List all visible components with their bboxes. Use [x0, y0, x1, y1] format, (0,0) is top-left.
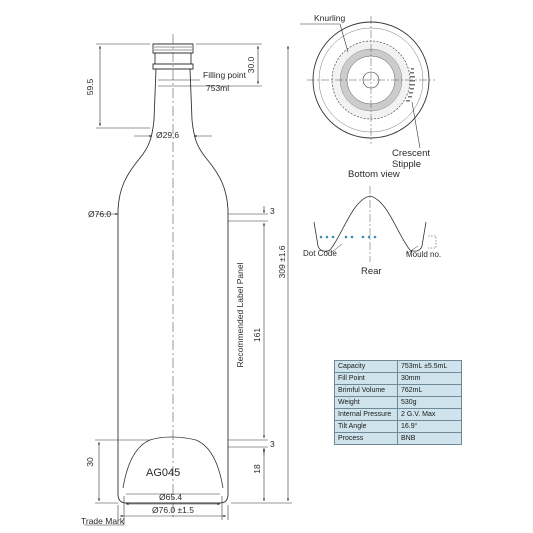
spec-value: BNB: [397, 432, 462, 445]
spec-value: 530g: [397, 396, 462, 409]
knurling-leader: [339, 23, 349, 53]
filling-point-value: 753ml: [206, 83, 229, 93]
spec-label: Weight: [334, 396, 398, 409]
neck-diameter-label: Ø29.6: [156, 130, 179, 140]
bottom-view-title: Bottom view: [348, 169, 400, 180]
neck-height-label: 59.5: [85, 78, 95, 95]
label-panel-height: 161: [252, 328, 262, 342]
rear-view-drawing: [313, 186, 437, 262]
spec-value: 2 G.V. Max: [397, 408, 462, 421]
base-inner-diameter: Ø65.4: [159, 492, 182, 502]
base-outer-diameter: Ø76.0 ±1.5: [152, 505, 194, 515]
dot-code-label: Dot Code: [303, 249, 337, 258]
rear-title: Rear: [361, 266, 382, 277]
crescent-label: Crescent: [392, 148, 430, 159]
body-diameter-label: Ø76.0: [88, 209, 111, 219]
trade-mark-label: Trade Mark: [81, 516, 125, 526]
label-bottom-gap: 3: [270, 439, 275, 449]
label-panel-text: Recommended Label Panel: [235, 262, 245, 367]
spec-value: 762mL: [397, 384, 462, 397]
spec-label: Fill Point: [334, 372, 398, 385]
mould-no-label: Mould no.: [406, 250, 441, 259]
push-up-height-label: 30: [85, 457, 95, 467]
spec-label: Internal Pressure: [334, 408, 398, 421]
spec-label: Process: [334, 432, 398, 445]
heel-height-label: 18: [252, 464, 262, 474]
spec-value: 30mm: [397, 372, 462, 385]
label-top-gap: 3: [270, 206, 275, 216]
filling-point-label: Filling point: [203, 70, 247, 80]
total-height-label: 309 ±1.6: [277, 245, 287, 278]
stipple-label: Stipple: [392, 159, 421, 170]
spec-label: Capacity: [334, 360, 398, 373]
spec-label: Tilt Angle: [334, 420, 398, 433]
knurling-label: Knurling: [314, 13, 345, 23]
spec-label: Brimful Volume: [334, 384, 398, 397]
spec-value: 753mL ±5.5mL: [397, 360, 462, 373]
model-code: AG045: [146, 467, 180, 479]
bottom-view-drawing: [307, 16, 435, 144]
fill-depth-label: 30.0: [246, 56, 256, 73]
crescent-leader: [411, 101, 421, 149]
dot-code-marks: [319, 235, 377, 239]
spec-value: 16.9°: [397, 420, 462, 433]
dimension-lines: [84, 43, 292, 526]
